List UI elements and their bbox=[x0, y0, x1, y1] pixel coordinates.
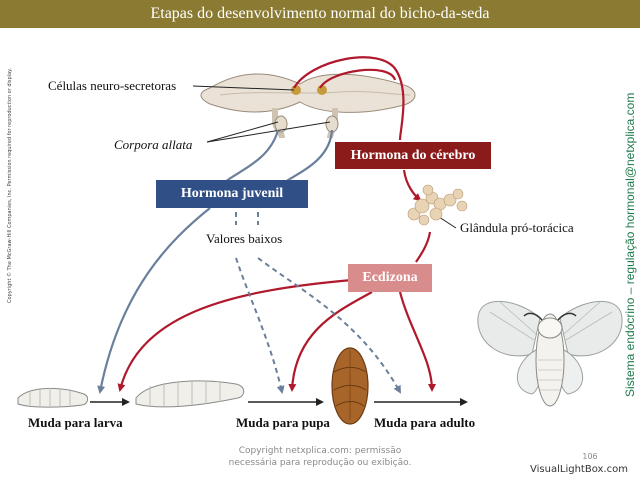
prothoracic-gland-illustration bbox=[408, 185, 467, 225]
arrow-gland-to-ecdizona bbox=[416, 232, 430, 262]
arrow-corpora-to-juvenil-2 bbox=[285, 130, 332, 182]
arrow-brain-hormone-to-gland bbox=[404, 170, 420, 200]
page-title: Etapas do desenvolvimento normal do bich… bbox=[0, 0, 640, 28]
side-copyright: Copyright © The McGraw-Hill Companies, I… bbox=[7, 163, 13, 303]
muda-larva-label: Muda para larva bbox=[28, 415, 123, 431]
pupa-illustration bbox=[332, 348, 368, 424]
corpora-allata-label: Corpora allata bbox=[114, 137, 192, 153]
larva-large-illustration bbox=[136, 381, 244, 407]
footer-copyright-1: Copyright netxplica.com: permissão bbox=[200, 446, 440, 456]
hormona-cerebro-label: Hormona do cérebro bbox=[335, 142, 491, 169]
larva-small-illustration bbox=[18, 388, 88, 407]
page-number: 106 bbox=[570, 452, 610, 461]
neuro-label: Células neuro-secretoras bbox=[48, 78, 176, 94]
side-note: Sistema endócrino – regulação hormonal@n… bbox=[623, 97, 637, 397]
hormona-juvenil-label: Hormona juvenil bbox=[156, 180, 308, 208]
muda-adulto-label: Muda para adulto bbox=[374, 415, 475, 431]
diagram: Hormona do cérebro Hormona juvenil Ecdiz… bbox=[0, 28, 640, 480]
dashed-arrow-to-pupa bbox=[236, 258, 282, 392]
glandula-label: Glândula pró-torácica bbox=[460, 220, 574, 236]
ecdizona-label: Ecdizona bbox=[348, 264, 432, 292]
valores-baixos-label: Valores baixos bbox=[206, 231, 282, 247]
brain-illustration bbox=[201, 74, 415, 138]
footer-copyright-2: necessária para reprodução ou exibição. bbox=[200, 458, 440, 468]
watermark: VisualLightBox.com bbox=[520, 464, 638, 475]
adult-moth-illustration bbox=[478, 301, 622, 406]
arrow-juvenil-to-larva bbox=[100, 208, 210, 392]
arrow-ecdizona-to-adulto bbox=[400, 292, 432, 390]
muda-pupa-label: Muda para pupa bbox=[236, 415, 330, 431]
arrow-ecdizona-to-larva bbox=[120, 280, 352, 390]
diagram-graphics bbox=[0, 28, 640, 480]
